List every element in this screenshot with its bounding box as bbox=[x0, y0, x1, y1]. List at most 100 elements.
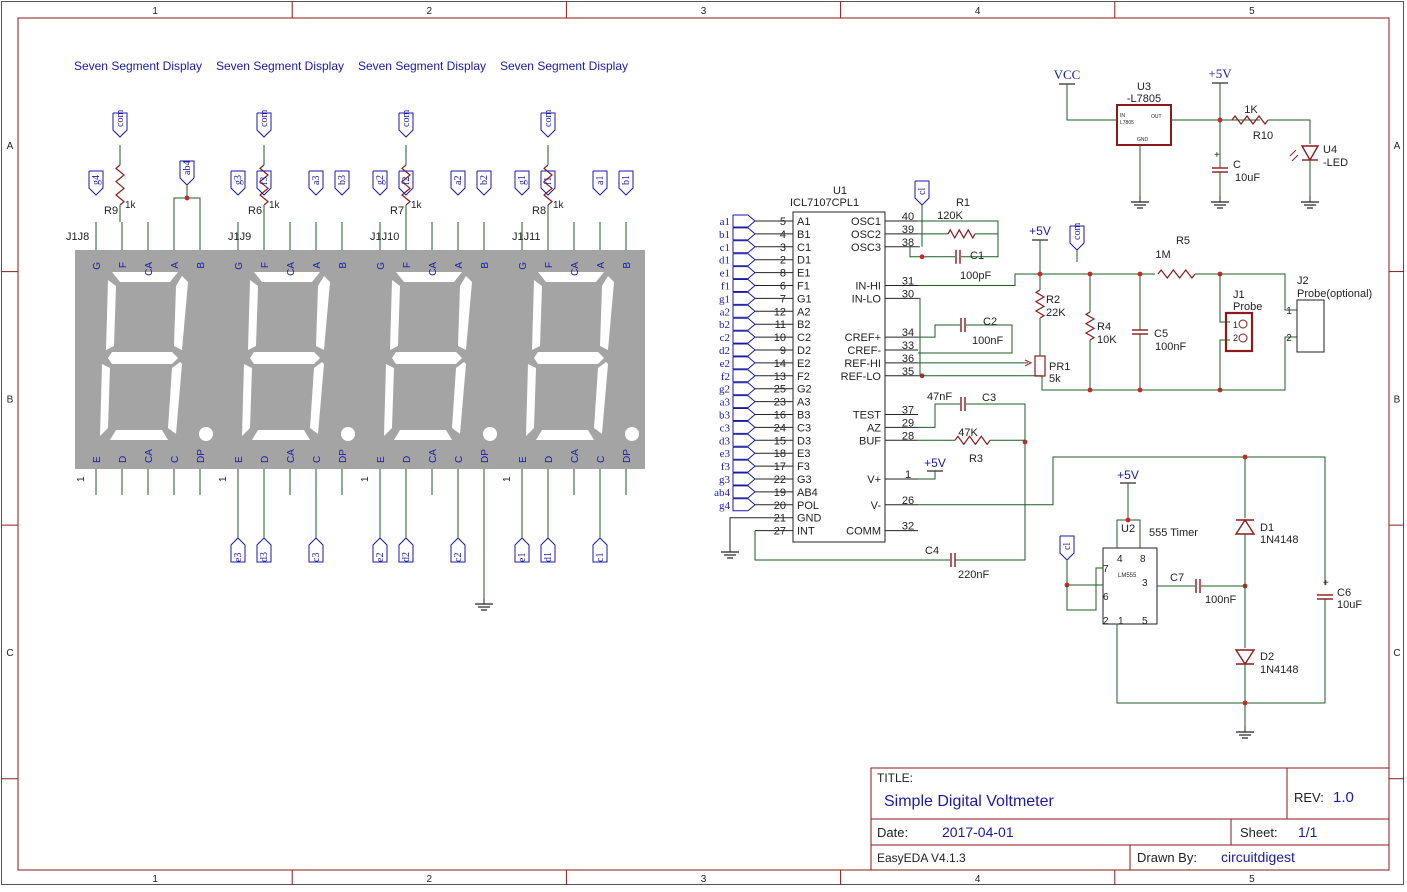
display-pin-name: G bbox=[92, 262, 103, 270]
net-port bbox=[308, 170, 324, 196]
r4-ref: R4 bbox=[1097, 321, 1111, 333]
chip-pin-name: REF-HI bbox=[844, 358, 881, 370]
net-port-label: ab4 bbox=[714, 487, 730, 499]
net-port bbox=[398, 170, 414, 196]
net-port-label: com bbox=[543, 110, 554, 127]
u3-chip-label: L7805 bbox=[1120, 120, 1134, 126]
segment bbox=[254, 272, 320, 282]
u2-pin-number: 7 bbox=[1103, 564, 1109, 575]
column-marker: 5 bbox=[1249, 874, 1255, 885]
display-pin-name: A bbox=[170, 262, 181, 269]
resistor-ref: R9 bbox=[104, 205, 118, 217]
j1-connector bbox=[1224, 311, 1254, 353]
junction-dot bbox=[1137, 387, 1143, 393]
net-port-label: g2 bbox=[719, 384, 730, 396]
j2-pin-number: 2 bbox=[1286, 333, 1292, 344]
net-port-label: e1 bbox=[517, 553, 528, 562]
net-port-label: d3 bbox=[259, 552, 270, 562]
pr1-value: 5k bbox=[1049, 373, 1061, 385]
u2-pin-number: 2 bbox=[1103, 616, 1109, 627]
segment bbox=[396, 272, 462, 282]
chip-pin-number: 16 bbox=[774, 410, 786, 422]
resistor-value: 1k bbox=[125, 200, 137, 211]
net-port-label: f3 bbox=[721, 461, 731, 473]
chip-pin-name: A1 bbox=[797, 216, 810, 228]
chip-pin-name: OSC2 bbox=[851, 229, 881, 241]
net-port bbox=[732, 433, 756, 447]
chip-pin-number: 14 bbox=[774, 358, 786, 370]
chip-pin-name: D3 bbox=[797, 435, 811, 447]
wire bbox=[1066, 567, 1103, 611]
chip-pin-name: D1 bbox=[797, 255, 811, 267]
chip-pin-number: 38 bbox=[902, 237, 914, 249]
resistor-value: 1k bbox=[553, 200, 565, 211]
r1-value: 120K bbox=[937, 210, 963, 222]
net-port bbox=[732, 317, 756, 331]
display-title: Seven Segment Display bbox=[216, 59, 344, 73]
chip-pin-name: F1 bbox=[797, 281, 810, 293]
chip-pin-number: 40 bbox=[902, 211, 914, 223]
net-port bbox=[732, 459, 756, 473]
pin-one-marker: 1 bbox=[76, 476, 87, 482]
chip-pin-number: 35 bbox=[902, 366, 914, 378]
wire bbox=[1066, 560, 1103, 586]
display-pin-name: F bbox=[544, 262, 555, 268]
u2-value: 555 Timer bbox=[1149, 527, 1198, 539]
chip-pin-name: AB4 bbox=[797, 487, 818, 499]
display-pin-name: CA bbox=[570, 449, 581, 463]
decimal-point bbox=[483, 427, 497, 441]
net-port-label: com bbox=[1072, 223, 1083, 240]
chip-pin-name: B2 bbox=[797, 319, 810, 331]
chip-pin-name: C1 bbox=[797, 242, 811, 254]
u4-led bbox=[1289, 149, 1297, 157]
polarity-mark: + bbox=[1323, 578, 1329, 589]
segment bbox=[452, 362, 466, 434]
chip-pin-number: 28 bbox=[902, 430, 914, 442]
chip-pin-number: 20 bbox=[774, 500, 786, 512]
net-port-label: b3 bbox=[719, 410, 731, 422]
u2-pin-number: 1 bbox=[1118, 616, 1124, 627]
net-port-label: f2 bbox=[401, 177, 412, 185]
net-port bbox=[732, 395, 756, 409]
d2-value: 1N4148 bbox=[1260, 664, 1299, 676]
c1-ref: C1 bbox=[970, 250, 984, 262]
r10-ref: R10 bbox=[1253, 130, 1273, 142]
net-port-label: b3 bbox=[337, 175, 348, 185]
c1-value: 100pF bbox=[960, 270, 991, 282]
chip-pin-name: IN-HI bbox=[855, 281, 881, 293]
chip-pin-name: OSC1 bbox=[851, 216, 881, 228]
chip-pin-name: G3 bbox=[797, 474, 812, 486]
net-port-label: c2 bbox=[453, 553, 464, 562]
net-port-label: e2 bbox=[720, 358, 730, 370]
wire bbox=[918, 273, 1155, 286]
chip-pin-name: E2 bbox=[797, 358, 810, 370]
net-port-label: e3 bbox=[233, 553, 244, 562]
c6-ref: C6 bbox=[1337, 587, 1351, 599]
chip-pin-number: 39 bbox=[902, 224, 914, 236]
net-port bbox=[450, 537, 466, 563]
net-port bbox=[732, 343, 756, 357]
column-marker: 3 bbox=[701, 6, 707, 17]
chip-pin-number: 30 bbox=[902, 288, 914, 300]
u4-value: -LED bbox=[1323, 157, 1348, 169]
r10-value: 1K bbox=[1244, 104, 1258, 116]
display-pin-name: CA bbox=[428, 262, 439, 276]
net-port-label: d2 bbox=[401, 552, 412, 562]
column-marker: 5 bbox=[1249, 6, 1255, 17]
net-port bbox=[732, 472, 756, 486]
chip-pin-number: 9 bbox=[780, 345, 786, 357]
net-port bbox=[450, 170, 466, 196]
u3-regulator bbox=[1116, 104, 1172, 146]
net-port-label: a1 bbox=[720, 216, 730, 228]
net-port-label: c2 bbox=[720, 332, 730, 344]
wire bbox=[909, 246, 918, 258]
net-port-label: b1 bbox=[621, 175, 632, 185]
net-port bbox=[732, 382, 756, 396]
net-port-label: e2 bbox=[375, 553, 386, 562]
passive-components: clR1120KC1100pFR51MC2100nF+5VR222KPR15kc… bbox=[909, 180, 1372, 585]
j1-pin bbox=[1238, 319, 1248, 329]
